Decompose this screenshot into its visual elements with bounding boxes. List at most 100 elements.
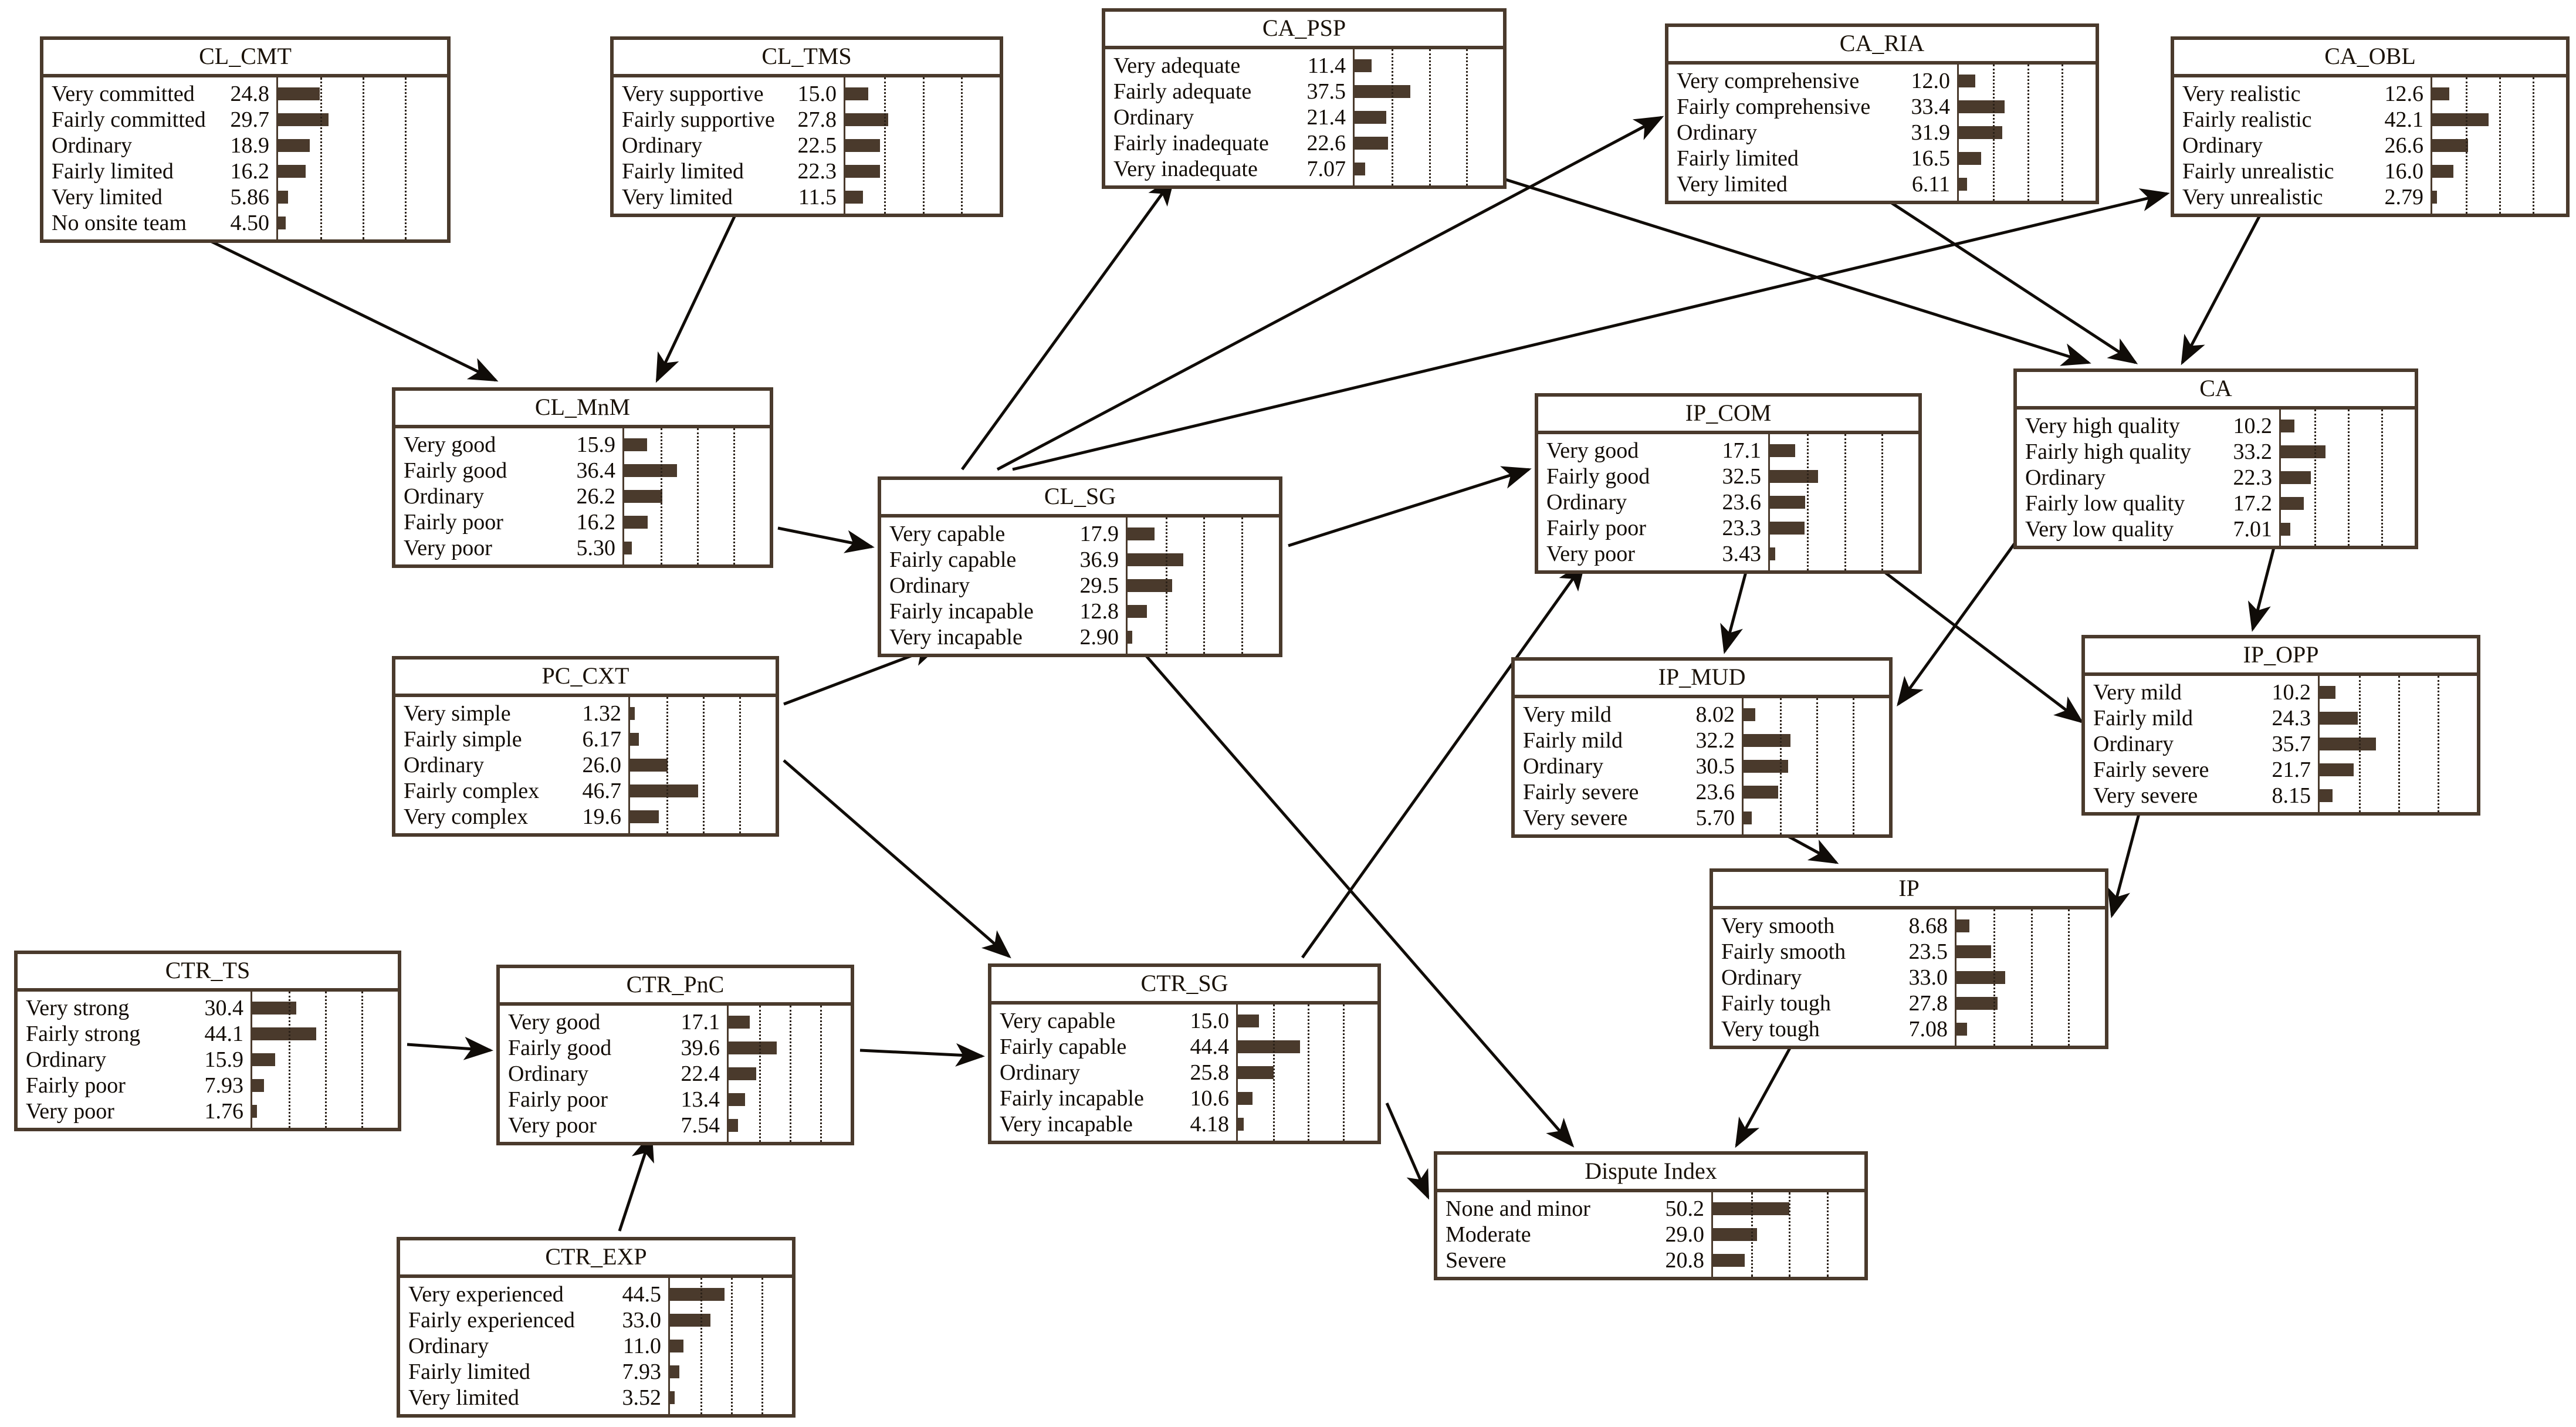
state-probability: 50.2 [1665,1196,1705,1221]
state-label: Very supportive [622,82,764,106]
bar-row [2320,679,2477,705]
state-probability: 30.5 [1695,754,1735,779]
state-label: Very incapable [1000,1112,1133,1137]
bar-row [729,1061,851,1087]
probability-bar [845,113,889,126]
state-probability: 23.3 [1722,516,1762,540]
probability-bar [2281,497,2304,510]
bar-row [1713,1247,1864,1273]
probability-bar [670,1314,710,1327]
bar-row [1238,1086,1377,1111]
bar-row [630,804,776,830]
node-title: CA_PSP [1105,12,1503,49]
state-probability: 16.5 [1911,146,1951,171]
state-probability: 16.2 [230,159,270,184]
probability-bar-chart [1770,434,1918,570]
probability-bar [252,1079,264,1092]
state-probability: 17.1 [681,1010,720,1034]
probability-bar [630,707,635,720]
edge-ca_psp-to-ca [1501,177,2091,366]
bar-row [1355,53,1503,79]
state-probability: 10.6 [1190,1086,1230,1111]
state-probability: 20.8 [1665,1248,1705,1273]
probability-bar [278,165,306,178]
gridline-50 [2398,676,2400,812]
probability-bar-chart [1128,518,1279,654]
state-label: Fairly limited [408,1360,530,1384]
state-probability: 13.4 [681,1087,720,1112]
probability-bar-chart [1744,698,1889,834]
probability-bar [2320,789,2333,802]
probability-bar [729,1016,750,1029]
gridline-25 [1993,65,1995,201]
probability-bar [624,464,678,477]
state-probability: 26.2 [576,484,616,509]
state-label: Fairly high quality [2025,439,2191,464]
state-probability: 3.52 [622,1385,662,1410]
state-probability: 21.4 [1306,105,1346,130]
bar-row [2281,413,2415,439]
probability-bar [630,759,668,772]
probability-bar [2320,738,2376,750]
state-label: Fairly poor [26,1073,126,1098]
state-label: Fairly poor [404,510,503,535]
gridline-25 [666,697,668,833]
probability-bar [1355,137,1389,150]
bar-row [2320,731,2477,757]
probability-bar [624,516,648,529]
node-title: IP_COM [1538,397,1918,434]
gridline-50 [2030,909,2033,1046]
probability-bar-chart [2320,676,2477,812]
state-label: Ordinary [1113,105,1194,130]
bar-row [624,483,770,509]
probability-bar-chart [1355,49,1503,185]
node-title: CL_TMS [614,40,1000,77]
edge-cl_mnm-to-cl_sg [777,526,875,553]
bar-row [630,726,776,752]
state-probability: 27.8 [797,107,837,132]
state-probability: 22.3 [2233,465,2273,490]
bar-row [1238,1008,1377,1034]
gridline-75 [761,1278,763,1414]
state-label: Fairly comprehensive [1677,94,1871,119]
state-probability: 37.5 [1306,79,1346,104]
probability-bar [630,733,639,746]
state-probability: 15.9 [576,432,616,457]
probability-bar [1770,522,1805,535]
state-probability: 4.50 [230,211,270,235]
node-title: CTR_PnC [500,968,851,1006]
bar-row [1238,1060,1377,1086]
probability-bar [2432,165,2454,178]
gridline-50 [1203,518,1205,654]
bar-row [1128,624,1279,650]
edge-ip_com-to-ip_mud [1720,563,1750,654]
